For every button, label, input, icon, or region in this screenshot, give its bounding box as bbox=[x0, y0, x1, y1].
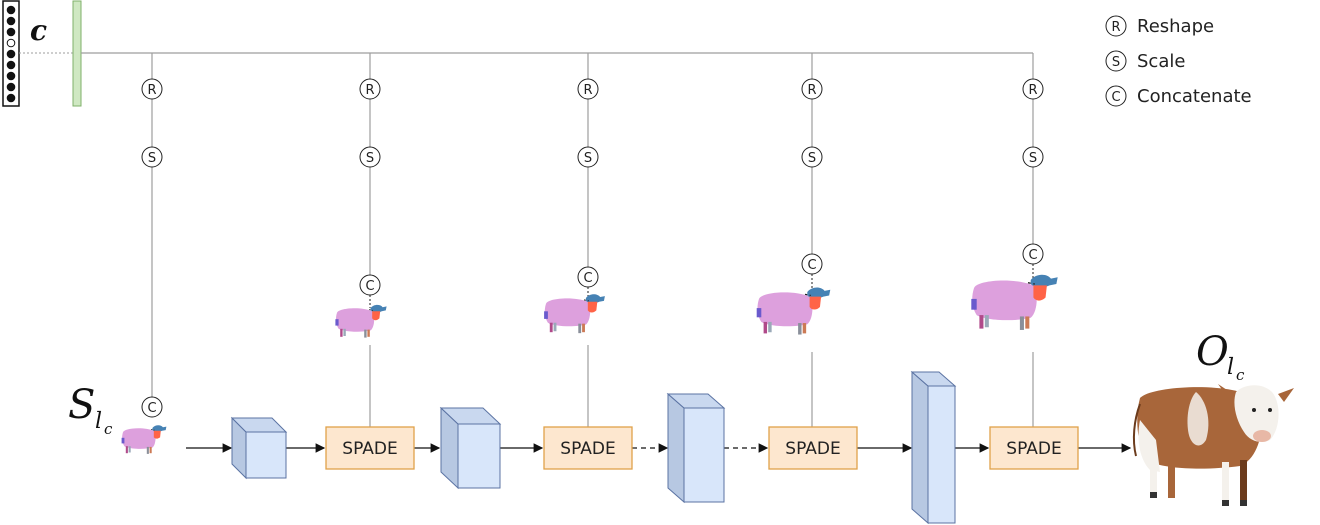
feature-block-3 bbox=[666, 392, 726, 504]
concat-node: C bbox=[359, 274, 381, 296]
latent-dot bbox=[6, 49, 16, 59]
reshape-node: R bbox=[1022, 78, 1044, 100]
spade-block-1: SPADE bbox=[325, 426, 415, 470]
svg-text:SPADE: SPADE bbox=[785, 439, 840, 459]
svg-text:S: S bbox=[808, 151, 816, 166]
segmentation-map-small bbox=[334, 304, 388, 339]
svg-text:SPADE: SPADE bbox=[342, 439, 397, 459]
branch-lines bbox=[151, 53, 1034, 427]
legend-label: Reshape bbox=[1137, 16, 1214, 37]
feature-block-2 bbox=[439, 406, 502, 490]
svg-text:C: C bbox=[583, 271, 592, 286]
reshape-node: R bbox=[141, 78, 163, 100]
output-label: O l c bbox=[1196, 329, 1245, 384]
reshape-node: R bbox=[359, 78, 381, 100]
latent-vector: c bbox=[2, 0, 82, 107]
svg-text:C: C bbox=[147, 401, 156, 416]
legend-item: R Reshape bbox=[1105, 15, 1214, 37]
svg-text:SPADE: SPADE bbox=[1006, 439, 1061, 459]
latent-projection-bar bbox=[72, 0, 82, 107]
svg-text:R: R bbox=[583, 83, 592, 98]
svg-text:S: S bbox=[366, 151, 374, 166]
latent-dot bbox=[6, 60, 16, 70]
feature-block-4 bbox=[910, 370, 957, 525]
segmentation-map-xlarge bbox=[970, 274, 1059, 331]
reshape-node: R bbox=[577, 78, 599, 100]
latent-label: c bbox=[30, 14, 47, 47]
segmentation-map-medium bbox=[543, 293, 606, 334]
legend-item: S Scale bbox=[1105, 50, 1185, 72]
svg-text:C: C bbox=[807, 258, 816, 273]
latent-dot bbox=[6, 82, 16, 92]
concat-nodes: C C C C C bbox=[141, 243, 1044, 418]
svg-text:l: l bbox=[95, 409, 102, 434]
svg-text:SPADE: SPADE bbox=[560, 439, 615, 459]
output-cow-image bbox=[1132, 384, 1294, 506]
latent-dot bbox=[6, 93, 16, 103]
latent-dots bbox=[6, 5, 16, 103]
scale-node: S bbox=[1022, 146, 1044, 168]
svg-text:R: R bbox=[807, 83, 816, 98]
reshape-nodes: R R R R R bbox=[141, 78, 1044, 100]
segmentation-map-large bbox=[756, 286, 831, 336]
legend-symbol: C bbox=[1111, 90, 1120, 105]
svg-text:c: c bbox=[1236, 366, 1245, 384]
legend-label: Scale bbox=[1137, 51, 1185, 72]
latent-dot bbox=[6, 27, 16, 37]
svg-text:R: R bbox=[365, 83, 374, 98]
input-label: S l c bbox=[68, 382, 113, 438]
feature-block-1 bbox=[230, 416, 288, 480]
legend-symbol: R bbox=[1111, 20, 1120, 35]
scale-node: S bbox=[801, 146, 823, 168]
svg-text:S: S bbox=[584, 151, 592, 166]
latent-dot bbox=[6, 16, 16, 26]
spade-block-2: SPADE bbox=[543, 426, 633, 470]
concat-node: C bbox=[1022, 243, 1044, 265]
svg-text:C: C bbox=[1028, 248, 1037, 263]
legend-symbol: S bbox=[1112, 55, 1120, 70]
concat-node: C bbox=[801, 253, 823, 275]
svg-text:R: R bbox=[1028, 83, 1037, 98]
scale-node: S bbox=[577, 146, 599, 168]
svg-text:S: S bbox=[1029, 151, 1037, 166]
legend-item: C Concatenate bbox=[1105, 85, 1252, 107]
svg-text:l: l bbox=[1227, 355, 1234, 380]
scale-nodes: S S S S S bbox=[141, 146, 1044, 168]
svg-text:S: S bbox=[68, 382, 95, 428]
reshape-node: R bbox=[801, 78, 823, 100]
spade-block-4: SPADE bbox=[989, 426, 1079, 470]
svg-text:R: R bbox=[147, 83, 156, 98]
latent-dot bbox=[6, 38, 16, 48]
latent-dot bbox=[6, 5, 16, 15]
spade-block-3: SPADE bbox=[768, 426, 858, 470]
svg-text:S: S bbox=[148, 151, 156, 166]
input-segmentation-map bbox=[121, 424, 167, 455]
svg-text:O: O bbox=[1196, 329, 1229, 375]
scale-node: S bbox=[141, 146, 163, 168]
svg-text:c: c bbox=[104, 420, 113, 438]
latent-dot bbox=[6, 71, 16, 81]
svg-text:C: C bbox=[365, 279, 374, 294]
scale-node: S bbox=[359, 146, 381, 168]
concat-node: C bbox=[141, 396, 163, 418]
concat-node: C bbox=[577, 266, 599, 288]
legend-label: Concatenate bbox=[1137, 86, 1252, 107]
